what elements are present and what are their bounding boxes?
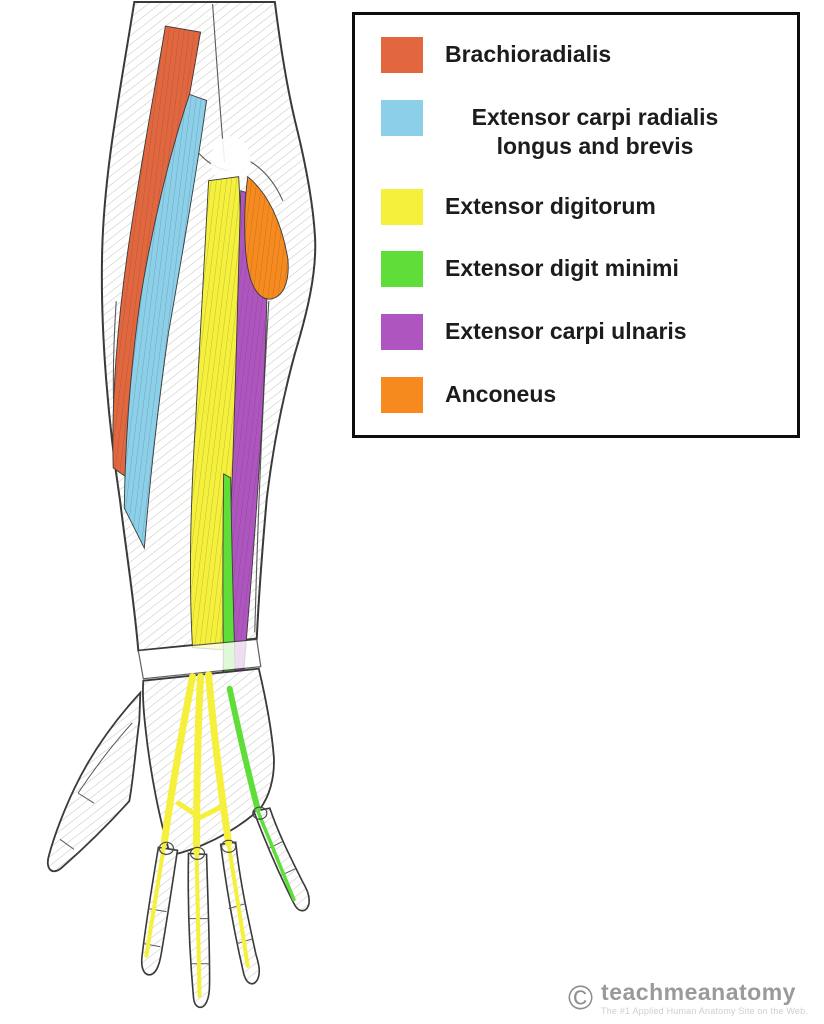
legend-item-extensor-carpi-radialis: Extensor carpi radialis longus and brevi… (381, 99, 771, 162)
legend-swatch-brachioradialis (381, 37, 423, 73)
legend-item-brachioradialis: Brachioradialis (381, 37, 771, 73)
legend-label-extensor-carpi-radialis: Extensor carpi radialis longus and brevi… (471, 103, 719, 160)
thumb (46, 690, 142, 873)
forearm-figure (14, 0, 359, 1014)
legend-item-extensor-carpi-ulnaris: Extensor carpi ulnaris (381, 314, 771, 351)
olecranon-highlight (210, 136, 251, 185)
extensor-digitorum-tendons (144, 671, 250, 998)
legend-swatch-extensor-carpi-radialis (381, 99, 423, 136)
extensor-digit-minimi-tendon (226, 685, 296, 902)
posterior-forearm-illustration (46, 1, 317, 1009)
hand-dorsum (142, 667, 275, 857)
legend-swatch-extensor-digit-minimi (381, 251, 423, 288)
legend-item-anconeus: Anconeus (381, 376, 771, 413)
legend-swatch-extensor-digitorum (381, 188, 423, 225)
legend: Brachioradialis Extensor carpi radialis … (352, 12, 800, 438)
legend-swatch-extensor-carpi-ulnaris (381, 314, 423, 351)
legend-label-brachioradialis: Brachioradialis (445, 41, 612, 67)
knuckles (158, 806, 268, 860)
tagline-text: The #1 Applied Human Anatomy Site on the… (601, 1006, 808, 1016)
index-finger (140, 846, 179, 976)
legend-label-anconeus: Anconeus (445, 380, 557, 407)
brand-text: teachmeanatomy (601, 978, 796, 1005)
legend-swatch-anconeus (381, 376, 423, 413)
legend-label-extensor-digit-minimi: Extensor digit minimi (445, 255, 679, 282)
legend-label-extensor-digitorum: Extensor digitorum (445, 192, 656, 219)
legend-item-extensor-digitorum: Extensor digitorum (381, 188, 771, 225)
legend-label-extensor-carpi-ulnaris: Extensor carpi ulnaris (445, 318, 687, 345)
legend-item-extensor-digit-minimi: Extensor digit minimi (381, 251, 771, 288)
extensor-retinaculum (137, 638, 262, 680)
copyright-icon: © (567, 978, 594, 1017)
watermark-text: teachmeanatomy The #1 Applied Human Anat… (601, 980, 808, 1016)
watermark: © teachmeanatomy The #1 Applied Human An… (568, 980, 808, 1016)
